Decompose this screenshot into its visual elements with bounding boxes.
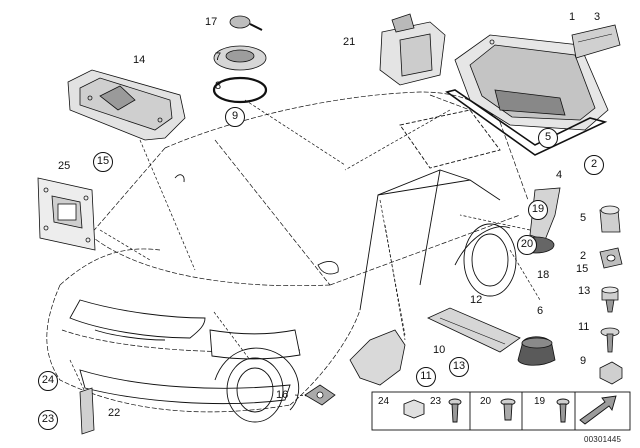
seal-8 <box>212 76 268 104</box>
bracket-22 <box>79 387 95 435</box>
cap-17 <box>229 15 263 31</box>
callout-11: 11 <box>416 367 436 387</box>
label-10: 10 <box>433 344 446 356</box>
seal-2 <box>445 89 608 156</box>
grommet-16 <box>304 384 336 406</box>
buffer-6 <box>517 336 556 366</box>
mounting-plate-25 <box>37 177 96 251</box>
cover-plate-12 <box>427 307 521 353</box>
label-14: 14 <box>133 54 146 66</box>
label-25: 25 <box>58 160 71 172</box>
label-col-15: 15 <box>576 263 589 275</box>
arrow-icon <box>579 395 617 425</box>
label-16: 16 <box>276 389 289 401</box>
label-col-11: 11 <box>578 321 590 333</box>
expansion-tank-21 <box>379 13 446 86</box>
callout-9: 9 <box>225 107 245 127</box>
label-col-2: 2 <box>580 250 587 262</box>
label-17: 17 <box>205 16 218 28</box>
callout-20: 20 <box>517 235 537 255</box>
leader-lines <box>69 99 541 398</box>
callout-19: 19 <box>528 200 548 220</box>
label-22: 22 <box>108 407 121 419</box>
label-col-9: 9 <box>580 355 587 367</box>
table-num-24: 24 <box>378 396 390 407</box>
label-6: 6 <box>537 305 544 317</box>
table-num-23: 23 <box>430 396 442 407</box>
undershield-1 <box>454 34 609 131</box>
callout-23: 23 <box>38 410 58 430</box>
callout-15: 15 <box>93 152 113 172</box>
table-num-19: 19 <box>534 396 546 407</box>
car-details <box>69 109 517 423</box>
callout-5: 5 <box>538 128 558 148</box>
label-col-13: 13 <box>578 285 591 297</box>
insulation-panel-14 <box>67 69 186 141</box>
label-18: 18 <box>537 269 550 281</box>
hardware-table <box>371 391 631 431</box>
bracket-10 <box>349 329 406 386</box>
label-4: 4 <box>556 169 563 181</box>
cover-7 <box>213 45 267 71</box>
label-21: 21 <box>343 36 356 48</box>
label-1: 1 <box>569 11 576 23</box>
label-3: 3 <box>594 11 601 23</box>
callout-13: 13 <box>449 357 469 377</box>
label-7: 7 <box>215 51 222 63</box>
fasteners-column <box>599 205 623 385</box>
callout-24: 24 <box>38 371 58 391</box>
document-id: 00301445 <box>584 435 622 444</box>
callout-2: 2 <box>584 155 604 175</box>
label-col-5: 5 <box>580 212 587 224</box>
label-12: 12 <box>470 294 483 306</box>
table-num-20: 20 <box>480 396 492 407</box>
label-8: 8 <box>215 80 222 92</box>
bracket-3 <box>571 24 621 59</box>
